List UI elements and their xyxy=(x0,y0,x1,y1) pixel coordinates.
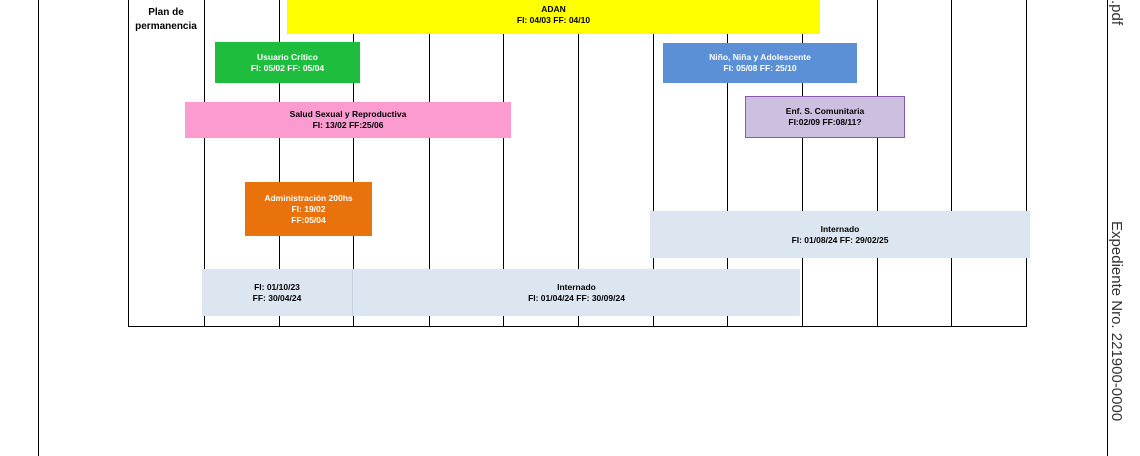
grid-column-line xyxy=(802,0,803,326)
edge-file-suffix: .pdf xyxy=(1108,0,1125,26)
bar-line2: FI: 19/02 xyxy=(291,203,326,214)
bar-administracion: Administración 200hs FI: 19/02 FF:05/04 xyxy=(245,182,372,236)
bar-title: Salud Sexual y Reproductiva xyxy=(289,109,407,119)
bar-title: Internado xyxy=(820,223,860,234)
bar-salud-sexual: Salud Sexual y Reproductiva FI: 13/02 FF… xyxy=(185,102,511,138)
bar-line1: FI: 01/10/23 xyxy=(254,281,300,292)
grid-column-line xyxy=(578,0,579,326)
grid-column-line xyxy=(727,0,728,326)
bar-dates: FI: 04/03 FF: 04/10 xyxy=(516,15,591,25)
bar-adan: ADAN FI: 04/03 FF: 04/10 xyxy=(287,0,820,34)
bar-dates: FI: 01/08/24 FF: 29/02/25 xyxy=(791,234,889,245)
bar-line3: FF:05/04 xyxy=(291,214,326,225)
schedule-grid xyxy=(128,0,1027,327)
bar-nino-nina-adolescente: Niño, Niña y Adolescente FI: 05/08 FF: 2… xyxy=(663,43,857,83)
bar-title: Internado xyxy=(557,281,596,292)
row-label: Plan de permanencia xyxy=(128,6,204,34)
grid-column-line xyxy=(204,0,205,326)
bar-internado-1: Internado FI: 01/04/24 FF: 30/09/24 xyxy=(352,269,800,316)
bar-title: Administración 200hs xyxy=(264,192,353,203)
bar-title: ADAN xyxy=(541,4,566,14)
bar-internado-2: Internado FI: 01/08/24 FF: 29/02/25 xyxy=(650,211,1030,258)
grid-column-line xyxy=(877,0,878,326)
bar-title: Usuario Crítico xyxy=(257,51,318,62)
bar-enf-comunitaria: Enf. S. Comunitaria FI:02/09 FF:08/11? xyxy=(745,96,905,138)
row-label-line2: permanencia xyxy=(135,21,197,32)
grid-column-line xyxy=(429,0,430,326)
grid-column-line xyxy=(353,0,354,326)
bar-dates: FI:02/09 FF:08/11? xyxy=(788,117,862,127)
bar-dates: FI: 05/02 FF: 05/04 xyxy=(250,62,325,73)
edge-expediente: Expediente Nro. 221900-0000 xyxy=(1108,221,1125,422)
grid-column-line xyxy=(653,0,654,326)
bar-title: Enf. S. Comunitaria xyxy=(785,106,865,116)
edge-text-right: .pdfExpediente Nro. 221900-0000 xyxy=(1108,0,1125,421)
bar-dates: FI: 05/08 FF: 25/10 xyxy=(723,63,797,73)
grid-column-line xyxy=(503,0,504,326)
right-margin-line xyxy=(1107,0,1108,456)
bar-dates: FI: 13/02 FF:25/06 xyxy=(312,120,384,130)
bar-internado-pre: FI: 01/10/23 FF: 30/04/24 xyxy=(202,269,352,316)
row-label-line1: Plan de xyxy=(148,7,184,18)
bar-dates: FI: 01/04/24 FF: 30/09/24 xyxy=(528,292,625,303)
bar-line2: FF: 30/04/24 xyxy=(252,292,302,303)
grid-column-line xyxy=(279,0,280,326)
grid-column-line xyxy=(951,0,952,326)
bar-usuario-critico: Usuario Crítico FI: 05/02 FF: 05/04 xyxy=(215,42,360,83)
bar-title: Niño, Niña y Adolescente xyxy=(709,52,811,62)
left-margin-line xyxy=(38,0,39,456)
